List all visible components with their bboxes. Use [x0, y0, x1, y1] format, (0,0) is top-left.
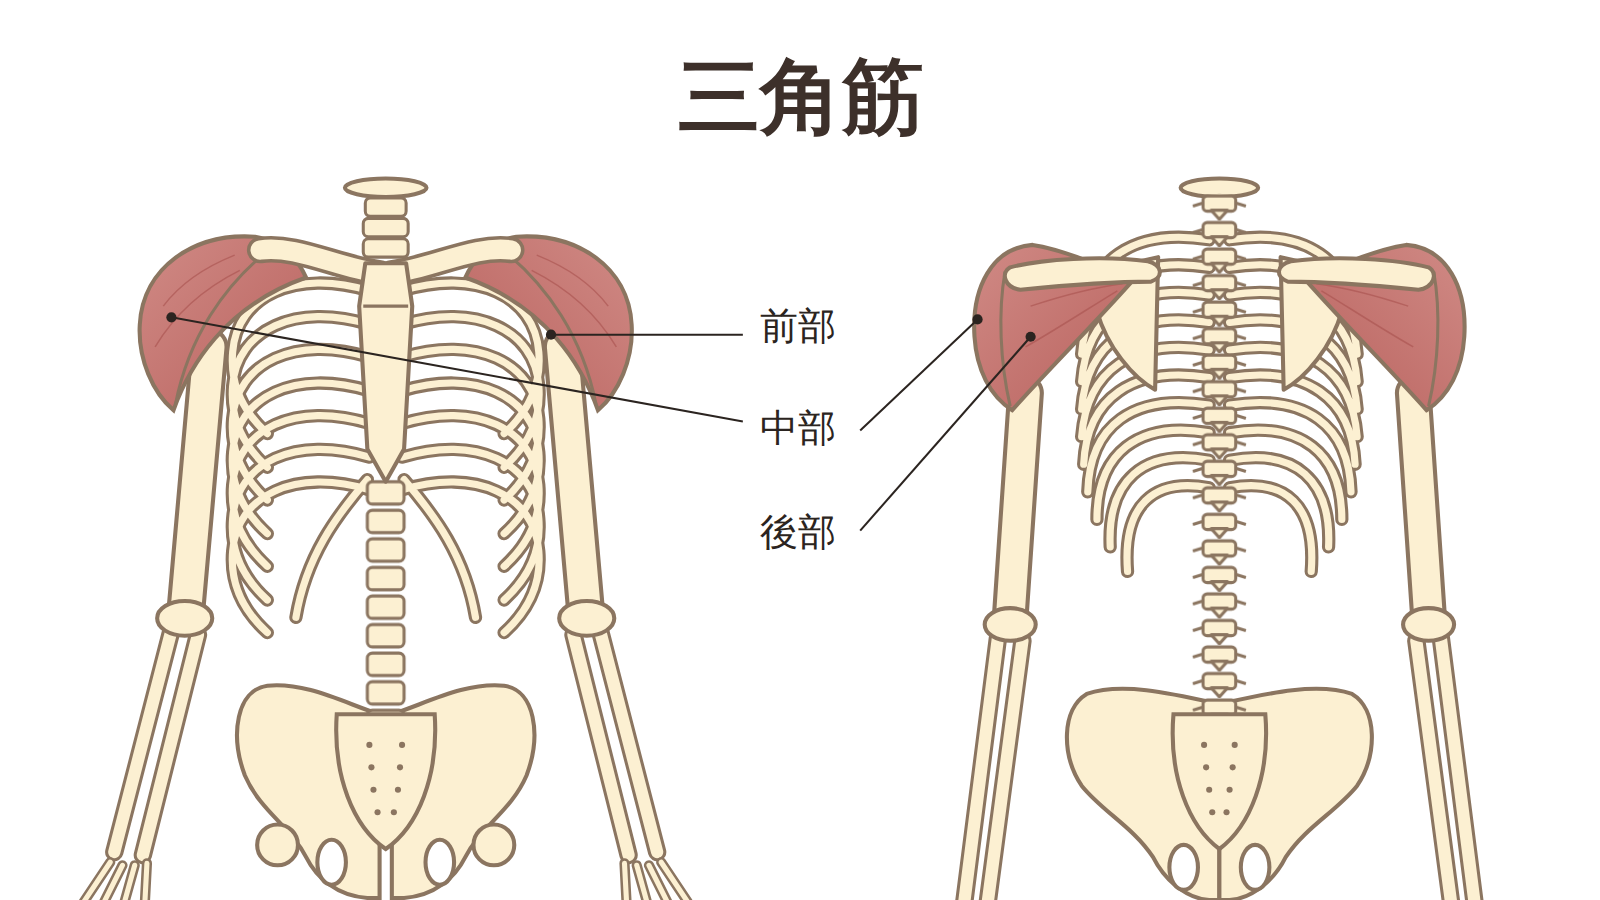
part-label: 前部: [760, 305, 836, 349]
back-skeleton: [964, 179, 1474, 900]
diagram-title: 三角筋: [678, 50, 924, 144]
part-label: 中部: [760, 407, 836, 451]
front-skeleton: [84, 179, 688, 900]
front-right-half: [392, 236, 688, 900]
leader-dots: [166, 312, 1035, 342]
back-left-half: [964, 237, 1219, 900]
leader-lines: [171, 317, 1030, 530]
front-left-half: [84, 236, 380, 900]
back-right-half: [1219, 237, 1474, 900]
part-label: 後部: [760, 511, 836, 555]
